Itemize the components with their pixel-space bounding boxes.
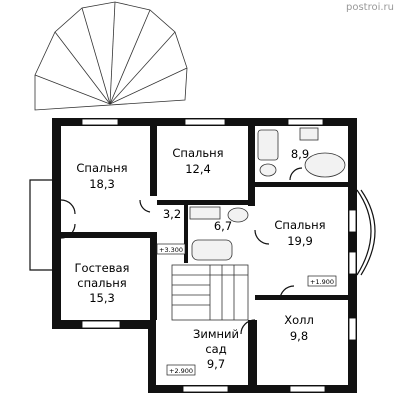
room-area-closet: 3,2 (163, 207, 181, 221)
site-watermark: postroi.ru (345, 2, 394, 13)
room-area-bedroom-1: 18,3 (89, 177, 115, 191)
bay-window (356, 189, 372, 276)
room-name-winter-garden-2: сад (205, 342, 226, 356)
room-area-bath-2: 6,7 (214, 219, 232, 233)
room-name-winter-garden-1: Зимний (193, 327, 239, 341)
room-area-bedroom-2: 12,4 (185, 162, 211, 176)
windows (81, 118, 357, 393)
room-name-bedroom-2: Спальня (172, 146, 223, 160)
room-area-hall: 9,8 (290, 329, 308, 343)
level-marks: +3.300 +1.900 +2.900 (156, 243, 337, 376)
spiral-staircase (34, 1, 188, 111)
staircase (171, 264, 249, 321)
room-labels: Спальня 18,3 Спальня 12,4 8,9 3,2 6,7 Сп… (75, 146, 326, 371)
room-name-guest-bedroom-1: Гостевая (75, 261, 130, 275)
bath-fixtures (189, 127, 346, 261)
level-mark-3: +2.900 (169, 367, 193, 375)
room-area-winter-garden: 9,7 (207, 357, 225, 371)
door-swings (60, 167, 303, 335)
room-name-guest-bedroom-2: спальня (77, 276, 126, 290)
room-name-hall: Холл (284, 313, 314, 327)
level-mark-1: +3.300 (159, 246, 183, 254)
room-name-bedroom-1: Спальня (76, 161, 127, 175)
balcony (29, 179, 52, 271)
room-area-bath-1: 8,9 (291, 147, 309, 161)
level-mark-2: +1.900 (310, 278, 334, 286)
room-name-bedroom-3: Спальня (274, 218, 325, 232)
room-area-bedroom-3: 19,9 (287, 234, 313, 248)
room-area-guest-bedroom: 15,3 (89, 291, 115, 305)
